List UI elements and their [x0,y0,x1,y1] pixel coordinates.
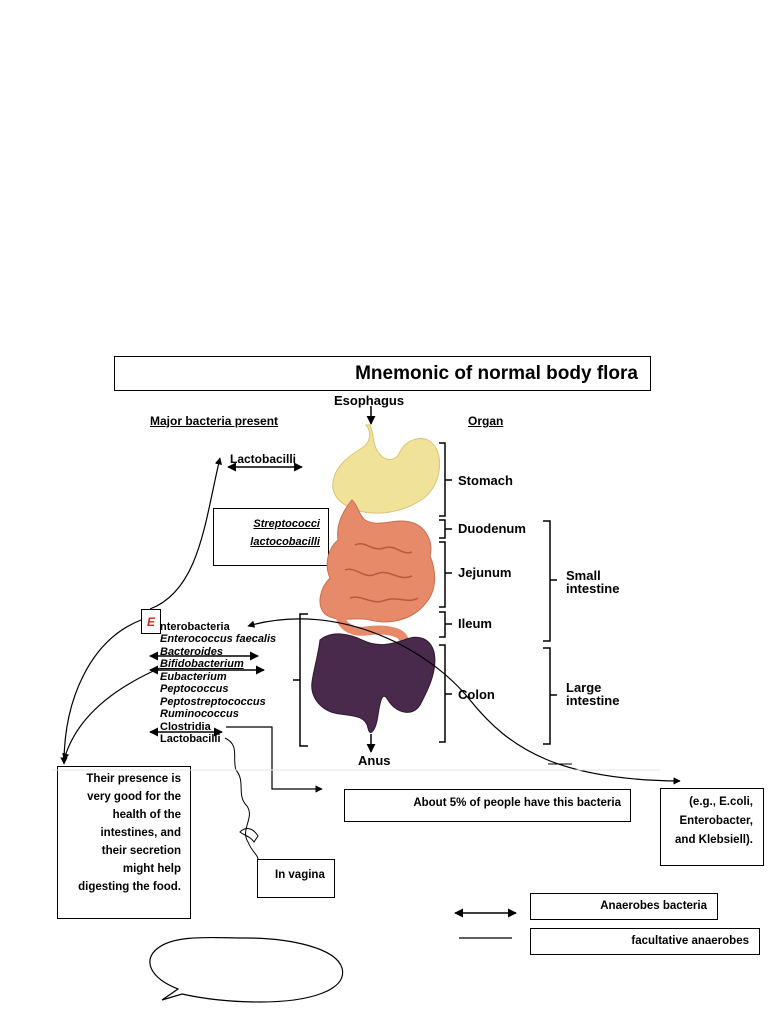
organ-header: Organ [468,414,504,428]
lactocobacilli-text: lactocobacilli [250,536,320,548]
esophagus-label: Esophagus [334,393,405,408]
small-intestine-shape [319,499,436,645]
organ-ileum: Ileum [458,616,492,631]
presence-line-3: health of the [112,809,181,821]
bacteria-enterobacteria: nterobacteria [160,621,230,633]
examples-line-2: Enterobacter, [679,815,754,827]
presence-line-7: digesting the food. [78,881,181,893]
presence-note-box: Their presence is very good for the heal… [57,766,191,919]
five-percent-text: About 5% of people have this bacteria [413,797,621,809]
legend-facultative-text: facultative anaerobes [631,935,749,947]
examples-box: (e.g., E.coli, Enterobacter, and Klebsie… [660,788,764,866]
legend-anaerobes-text: Anaerobes bacteria [600,900,707,912]
bacteria-peptococcus: Peptococcus [160,683,229,695]
title-box: Mnemonic of normal body flora [114,356,651,391]
bacteria-peptostreptococcus: Peptostreptococcus [160,696,266,708]
large-intestine-label-2: intestine [566,693,620,708]
five-percent-box: About 5% of people have this bacteria [344,789,631,822]
in-vagina-box: In vagina [257,859,335,898]
organ-duodenum: Duodenum [458,521,526,536]
legend-facultative-box: facultative anaerobes [530,928,760,955]
bacteria-enterococcus: Enterococcus faecalis [160,633,277,645]
note-line-1: Note: Just study the [194,953,306,965]
colon-shape [311,633,436,733]
in-vagina-text: In vagina [275,869,325,881]
presence-line-5: their secretion [101,845,181,857]
organ-brackets [293,442,557,747]
connector-to-presence-box [60,619,161,765]
note-line-2: underlining words. [198,971,302,983]
bacteria-ruminococcus: Ruminococcus [160,708,239,720]
presence-line-4: intestines, and [100,827,181,839]
presence-line-6: might help [122,863,181,875]
connector-lactobacilli-to-vagina [224,737,259,860]
streptococci-note-box: Streptococci lactocobacilli [213,508,329,566]
stomach-shape [332,424,440,514]
small-intestine-label-1: Small [566,568,601,583]
examples-line-1: (e.g., E.coli, [689,796,753,808]
lactobacilli-top: Lactobacilli [230,452,297,466]
connector-e-to-lactobacilli [149,457,222,610]
presence-line-2: very good for the [87,791,181,803]
connector-clostridia-to-five-percent [226,726,323,793]
organ-colon: Colon [458,687,495,702]
e-letter-box: E [141,609,161,634]
examples-line-3: and Klebsiell). [675,834,753,846]
bacteria-clostridia: Clostridia [160,721,211,733]
bacteria-bifidobacterium: Bifidobacterium [160,658,244,670]
anus-label: Anus [358,753,391,768]
streptococci-text: Streptococci [253,518,320,530]
note-speech-bubble [149,936,344,1003]
bacteria-header: Major bacteria present [150,414,279,428]
bacteria-bacteroides: Bacteroides [160,646,223,658]
page-title: Mnemonic of normal body flora [355,363,638,384]
small-intestine-label-2: intestine [566,581,620,596]
bacteria-lactobacilli: Lactobacilli [160,733,221,745]
legend-anaerobes-box: Anaerobes bacteria [530,893,718,920]
organ-jejunum: Jejunum [458,565,512,580]
presence-line-1: Their presence is [86,773,181,785]
bacteria-eubacterium: Eubacterium [160,671,227,683]
organ-stomach: Stomach [458,473,513,488]
